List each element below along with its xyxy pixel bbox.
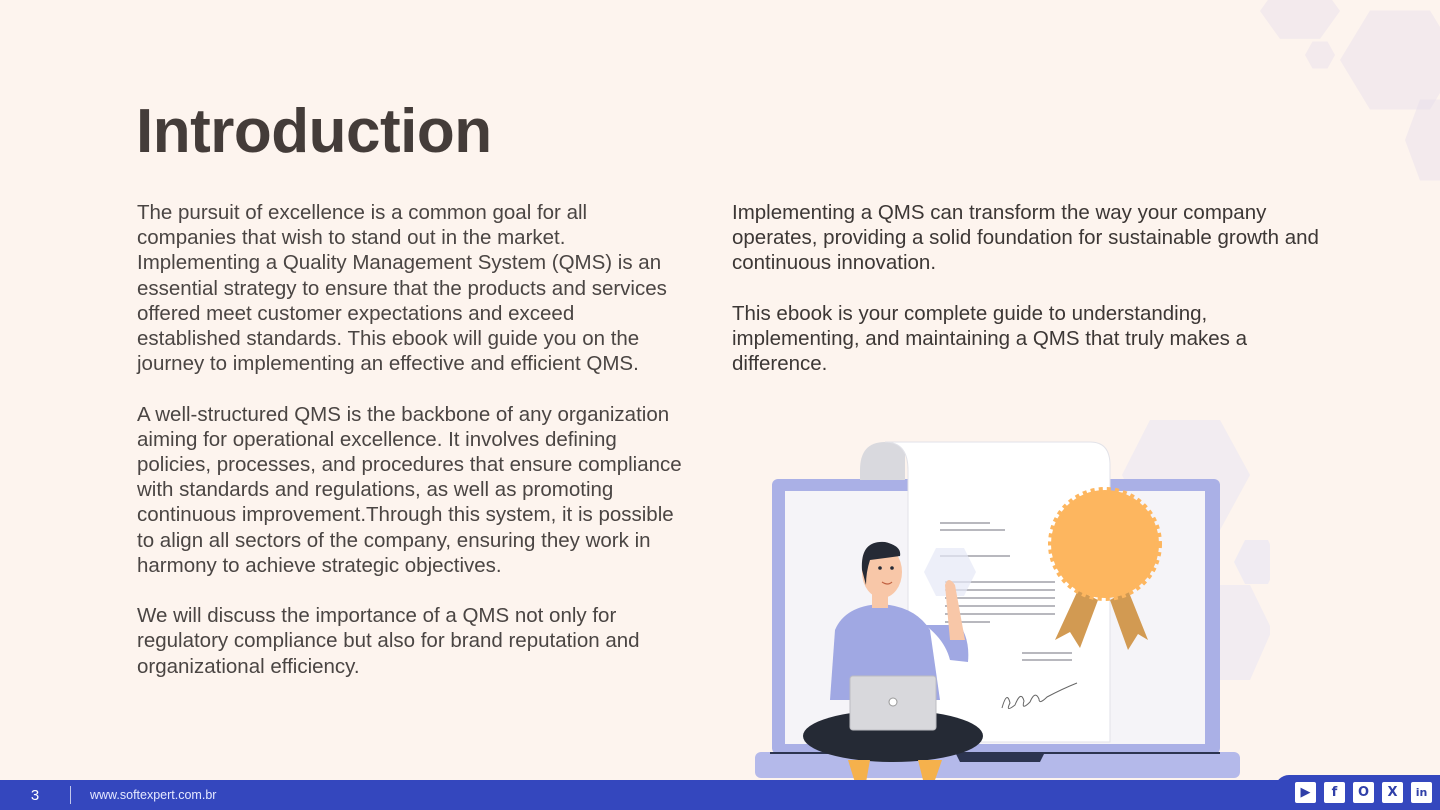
decorative-hexagon bbox=[1260, 0, 1340, 39]
page-number: 3 bbox=[30, 786, 40, 804]
instagram-icon[interactable]: O bbox=[1353, 782, 1374, 803]
youtube-icon[interactable]: ▶ bbox=[1295, 782, 1316, 803]
linkedin-icon[interactable]: in bbox=[1411, 782, 1432, 803]
decorative-hexagon bbox=[1305, 41, 1335, 69]
page-title: Introduction bbox=[136, 97, 492, 166]
x-twitter-icon[interactable]: X bbox=[1382, 782, 1403, 803]
right-text-column: Implementing a QMS can transform the way… bbox=[732, 200, 1322, 376]
social-links: ▶ f O X in bbox=[1275, 775, 1440, 810]
footer-bar: 3 www.softexpert.com.br bbox=[0, 780, 1440, 810]
left-text-column: The pursuit of excellence is a common go… bbox=[137, 200, 682, 679]
decorative-hexagon bbox=[1340, 10, 1440, 110]
paragraph: A well-structured QMS is the backbone of… bbox=[137, 402, 682, 577]
certificate-illustration bbox=[755, 420, 1270, 805]
paragraph: Implementing a QMS can transform the way… bbox=[732, 201, 1319, 275]
paragraph: The pursuit of excellence is a common go… bbox=[137, 201, 667, 376]
website-link[interactable]: www.softexpert.com.br bbox=[90, 788, 217, 802]
footer-divider bbox=[70, 786, 71, 804]
paragraph: We will discuss the importance of a QMS … bbox=[137, 604, 640, 678]
facebook-icon[interactable]: f bbox=[1324, 782, 1345, 803]
paragraph: This ebook is your complete guide to und… bbox=[732, 301, 1248, 376]
